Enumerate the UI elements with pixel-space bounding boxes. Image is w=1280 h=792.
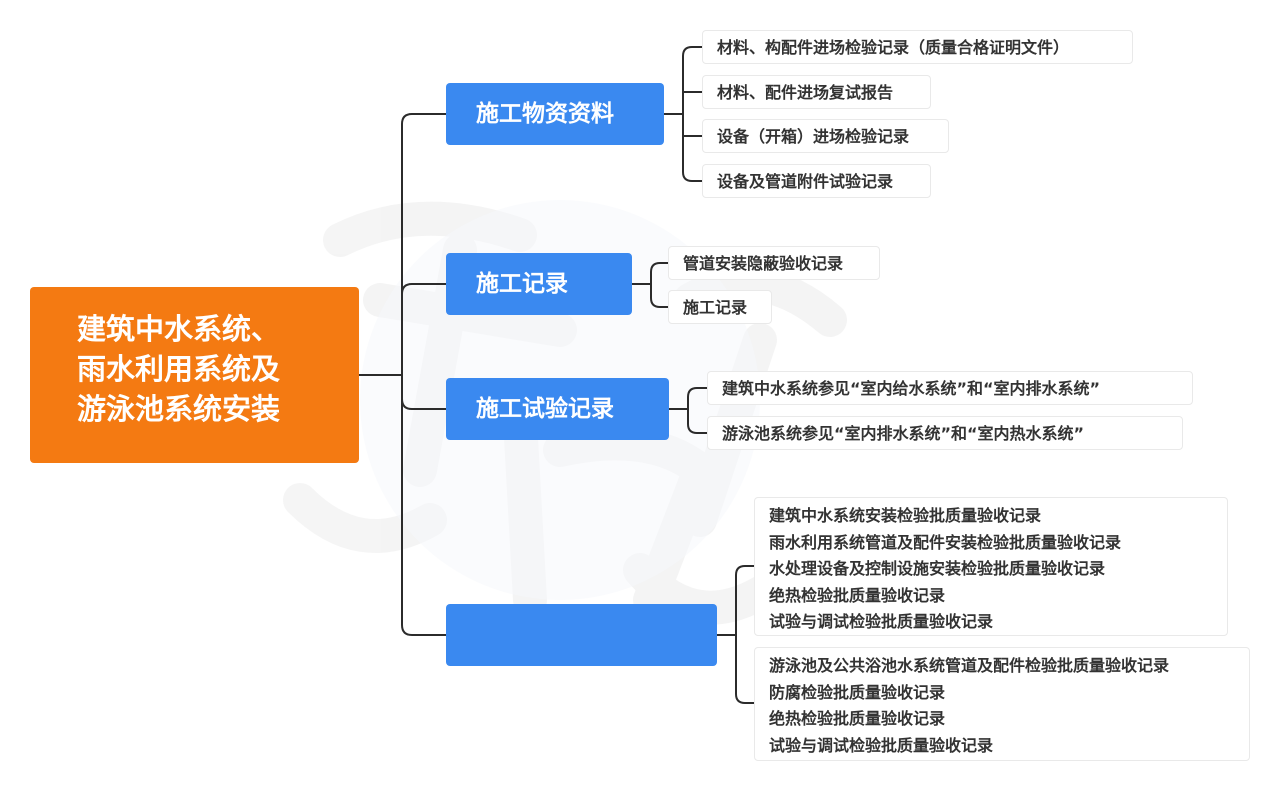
root-label-line-2: 雨水利用系统及	[77, 352, 281, 386]
leaf-item[interactable]: 建筑中水系统参见“室内给水系统”和“室内排水系统”	[707, 371, 1193, 405]
leaf-line: 绝热检验批质量验收记录	[769, 709, 946, 728]
root-label-line-3: 游泳池系统安装	[77, 392, 281, 426]
leaf-line: 试验与调试检验批质量验收记录	[769, 735, 994, 755]
leaf-line: 雨水利用系统管道及配件安装检验批质量验收记录	[769, 532, 1122, 552]
connector-b4-groups	[735, 565, 754, 704]
leaf-item[interactable]: 材料、构配件进场检验记录（质量合格证明文件）	[702, 30, 1133, 64]
branch-node-test-records[interactable]: 施工试验记录	[446, 378, 669, 440]
leaf-line: 防腐检验批质量验收记录	[769, 682, 946, 702]
leaf-line: 游泳池及公共浴池水系统管道及配件检验批质量验收记录	[769, 656, 1170, 675]
leaf-item[interactable]: 材料、配件进场复试报告	[702, 75, 931, 109]
leaf-line: 试验与调试检验批质量验收记录	[769, 612, 994, 631]
connector-branch-1	[401, 113, 446, 636]
leaf-line: 水处理设备及控制设施安装检验批质量验收记录	[769, 559, 1106, 578]
leaf-line: 绝热检验批质量验收记录	[769, 585, 946, 605]
connector-b3-leaves	[687, 387, 707, 434]
connector-branch-2	[401, 283, 446, 295]
leaf-item[interactable]: 设备及管道附件试验记录	[702, 164, 931, 198]
connector-b1-leaves	[682, 46, 702, 182]
connector-branch-3	[401, 398, 446, 410]
root-label-line-1: 建筑中水系统、	[77, 312, 281, 346]
leaf-item[interactable]: 管道安装隐蔽验收记录	[668, 246, 880, 280]
leaf-item[interactable]: 游泳池系统参见“室内排水系统”和“室内热水系统”	[707, 416, 1183, 450]
branch-node-materials[interactable]: 施工物资资料	[446, 83, 664, 145]
leaf-item[interactable]: 设备（开箱）进场检验记录	[702, 119, 949, 153]
leaf-group-1[interactable]: 建筑中水系统安装检验批质量验收记录 雨水利用系统管道及配件安装检验批质量验收记录…	[754, 497, 1228, 636]
branch-node-construction-records[interactable]: 施工记录	[446, 253, 632, 315]
branch-node-acceptance-records[interactable]	[446, 604, 717, 666]
root-node[interactable]: 建筑中水系统、 雨水利用系统及 游泳池系统安装	[30, 287, 359, 463]
leaf-line: 建筑中水系统安装检验批质量验收记录	[769, 506, 1042, 525]
connector-b2-leaves	[650, 262, 668, 308]
leaf-item[interactable]: 施工记录	[668, 290, 772, 324]
leaf-group-2[interactable]: 游泳池及公共浴池水系统管道及配件检验批质量验收记录 防腐检验批质量验收记录 绝热…	[754, 647, 1250, 761]
